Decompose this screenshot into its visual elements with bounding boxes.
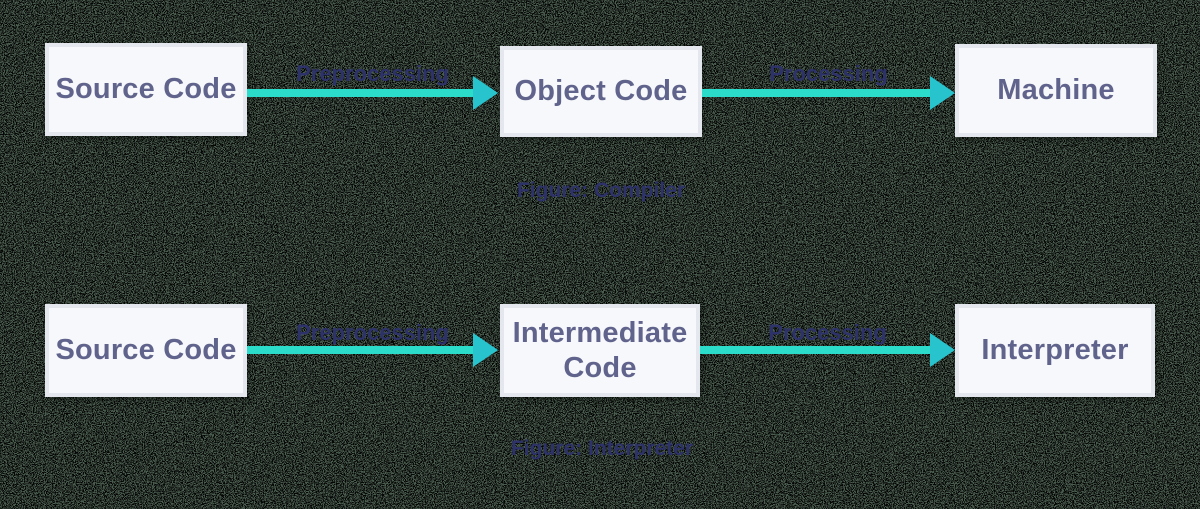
node-label: Object Code xyxy=(514,75,688,107)
arrow-preprocessing-compiler xyxy=(247,76,498,110)
node-source-code-compiler: Source Code xyxy=(45,43,247,136)
node-label: Interpreter xyxy=(981,334,1129,366)
arrow-head-icon xyxy=(930,76,955,110)
node-label: Intermediate Code xyxy=(512,316,688,384)
figure-caption-interpreter: Figure: Interpreter xyxy=(510,437,694,460)
arrow-head-icon xyxy=(930,333,955,367)
node-intermediate-code: Intermediate Code xyxy=(500,304,700,397)
arrow-preprocessing-interpreter xyxy=(247,333,498,367)
node-machine: Machine xyxy=(955,44,1157,137)
node-interpreter: Interpreter xyxy=(955,304,1155,397)
arrow-processing-interpreter xyxy=(700,333,955,367)
edge-label-preprocessing-compiler: Preprocessing xyxy=(296,61,449,86)
figure-caption-compiler: Figure: Compiler xyxy=(516,179,685,202)
edge-label-preprocessing-interpreter: Preprocessing xyxy=(296,320,449,345)
arrow-shaft xyxy=(247,89,475,97)
node-label: Source Code xyxy=(55,73,237,105)
node-object-code: Object Code xyxy=(500,46,702,137)
node-label: Machine xyxy=(997,74,1115,106)
arrow-processing-compiler xyxy=(702,76,955,110)
arrow-shaft xyxy=(700,346,932,354)
edge-label-processing-interpreter: Processing xyxy=(768,320,887,345)
node-label: Source Code xyxy=(55,334,237,366)
arrow-shaft xyxy=(702,89,932,97)
arrow-shaft xyxy=(247,346,475,354)
arrow-head-icon xyxy=(473,76,498,110)
node-source-code-interpreter: Source Code xyxy=(45,304,247,397)
arrow-head-icon xyxy=(473,333,498,367)
edge-label-processing-compiler: Processing xyxy=(769,61,888,86)
